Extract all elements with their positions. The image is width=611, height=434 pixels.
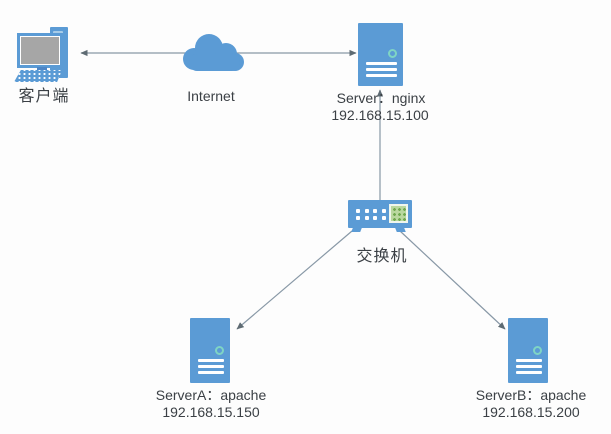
server-vent-bar — [516, 359, 542, 362]
port-dot — [356, 208, 361, 213]
server-led-icon — [388, 49, 397, 58]
edge-switch-serverA — [236, 230, 353, 330]
nginx-server-ip: 192.168.15.100 — [331, 107, 429, 123]
server-vent-bar — [516, 365, 542, 368]
port-dot — [373, 208, 378, 213]
serverA-ip: 192.168.15.150 — [162, 404, 260, 420]
server-vent-bar — [198, 365, 224, 368]
client-node — [14, 25, 78, 83]
server-vent-bar — [516, 371, 542, 374]
server-led-icon — [215, 346, 224, 355]
switch-icon — [348, 200, 412, 232]
server-vent-bar — [198, 371, 224, 374]
port-dot — [381, 216, 386, 221]
serverA-icon — [190, 318, 230, 383]
port-dot — [364, 208, 369, 213]
server-vent-bar — [366, 62, 397, 65]
serverA-title: ServerA：apache — [155, 387, 267, 403]
server-vent-bar — [198, 359, 224, 362]
switch-label: 交换机 — [356, 248, 408, 265]
switch-fan-module-icon — [389, 204, 408, 223]
nginx-server-title: Server：nginx — [336, 90, 426, 106]
serverB-ip: 192.168.15.200 — [482, 404, 580, 420]
switch-foot — [395, 228, 406, 232]
server-led-icon — [533, 346, 542, 355]
monitor-icon — [17, 33, 63, 68]
edge-switch-serverB — [399, 230, 506, 330]
internet-label: Internet — [187, 88, 235, 104]
nginx-server-icon — [358, 23, 403, 86]
switch-ports-icon — [354, 207, 388, 222]
keyboard-icon — [14, 70, 63, 82]
port-dot — [381, 208, 386, 213]
serverB-title: ServerB：apache — [475, 387, 587, 403]
switch-foot — [351, 228, 362, 232]
port-dot — [364, 216, 369, 221]
internet-cloud-icon — [183, 34, 244, 71]
monitor-screen — [21, 37, 59, 64]
serverB-icon — [508, 318, 548, 383]
port-dot — [356, 216, 361, 221]
server-vent-bar — [366, 74, 397, 77]
monitor-stand-icon — [37, 67, 47, 72]
port-dot — [373, 216, 378, 221]
server-vent-bar — [366, 68, 397, 71]
client-label: 客户端 — [18, 88, 70, 105]
